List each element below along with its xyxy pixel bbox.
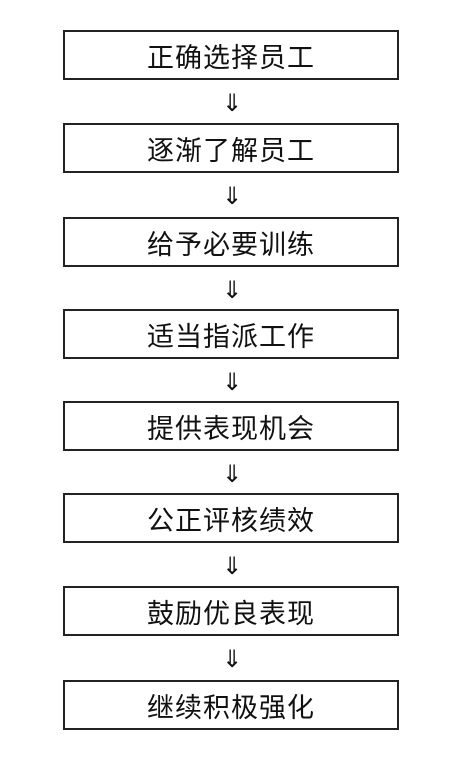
step-box-3: 给予必要训练	[63, 217, 399, 267]
double-down-arrow-icon: ⇓	[221, 460, 243, 488]
step-box-1: 正确选择员工	[63, 30, 399, 80]
double-down-arrow-icon: ⇓	[221, 645, 243, 673]
step-box-7: 鼓励优良表现	[63, 586, 399, 636]
step-box-2: 逐渐了解员工	[63, 123, 399, 173]
step-box-5: 提供表现机会	[63, 401, 399, 451]
double-down-arrow-icon: ⇓	[221, 276, 243, 304]
step-box-4: 适当指派工作	[63, 309, 399, 359]
double-down-arrow-icon: ⇓	[221, 89, 243, 117]
step-box-8: 继续积极强化	[63, 680, 399, 730]
double-down-arrow-icon: ⇓	[221, 368, 243, 396]
double-down-arrow-icon: ⇓	[221, 552, 243, 580]
double-down-arrow-icon: ⇓	[221, 182, 243, 210]
step-box-6: 公正评核绩效	[63, 493, 399, 543]
